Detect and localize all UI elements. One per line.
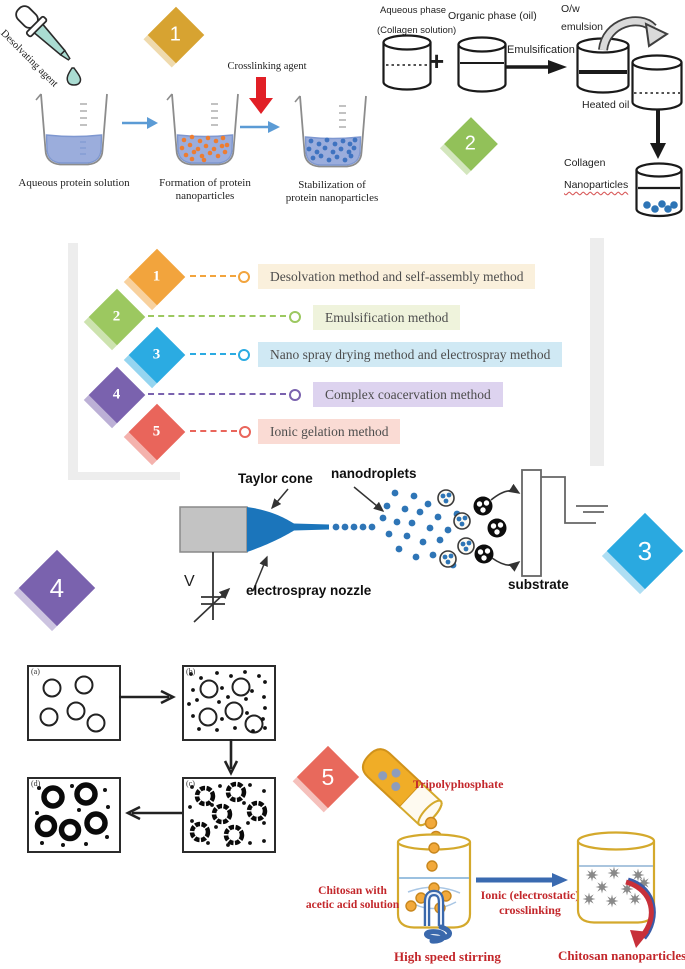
cylinder-collagen-nanoparticles <box>635 162 683 218</box>
legend-diamond-4: 4 <box>88 366 146 424</box>
ionic-crosslinking-label: Ionic (electrostatic) crosslinking <box>480 888 580 917</box>
plus-sign: + <box>429 46 445 76</box>
legend-ring-1 <box>238 271 250 283</box>
coacervation-panel-a: (a) <box>27 665 121 741</box>
cylinder-heated-oil <box>631 54 683 111</box>
coacervation-panel-c: (c) <box>182 777 276 853</box>
legend-ring-3 <box>238 349 250 361</box>
cylinder-organic-phase <box>457 36 507 93</box>
nanoparticle-clusters <box>437 489 475 568</box>
legend-label-4: Complex coacervation method <box>313 382 503 407</box>
chitosan-nanoparticle-stars <box>582 866 651 908</box>
arrow-c-to-d-icon <box>125 805 182 821</box>
legend-frame-bottom <box>68 472 180 480</box>
red-curved-arrow-icon <box>625 877 656 948</box>
aqueous-phase-label: Aqueous phase <box>380 5 447 16</box>
legend-label-3: Nano spray drying method and electrospra… <box>258 342 563 367</box>
substrate-label: substrate <box>508 577 569 592</box>
ow-label: O/w <box>561 3 580 15</box>
chitosan-solution-label: Chitosan with acetic acid solution <box>305 885 400 912</box>
legend-label-1: Desolvation method and self-assembly met… <box>258 264 536 289</box>
chitosan-nanoparticles-label: Chitosan nanoparticles <box>558 948 685 963</box>
beaker-aqueous-protein <box>35 93 108 166</box>
legend-frame-right <box>590 238 604 466</box>
nozzle-body <box>179 506 248 553</box>
beaker2-label: Formation of protein nanoparticles <box>159 177 251 203</box>
emulsification-arrow-icon <box>505 60 567 74</box>
beaker3-label: Stabilization of protein nanoparticles <box>285 179 379 205</box>
taylor-cone-label: Taylor cone <box>238 471 313 486</box>
legend-label-2: Emulsification method <box>313 305 461 330</box>
arrow-right-icon <box>122 117 158 129</box>
beaker-stabilization <box>294 95 367 168</box>
pour-curved-arrow-icon <box>598 16 670 52</box>
stirrer-spiral-icon <box>424 924 452 944</box>
organic-phase-label: Organic phase (oil) <box>448 10 537 22</box>
voltage-label: V <box>184 573 195 590</box>
legend-connector-3 <box>190 353 236 355</box>
legend-diamond-2: 2 <box>88 288 146 346</box>
electrospray-nozzle-label: electrospray nozzle <box>246 583 372 598</box>
diamond-2: 2 <box>444 117 498 171</box>
chitosan-beaker <box>396 833 472 944</box>
legend-ring-5 <box>239 426 251 438</box>
ow-sublabel: emulsion <box>561 21 604 33</box>
legend-connector-4 <box>148 393 286 395</box>
emulsification-label: Emulsification <box>507 44 575 56</box>
diamond-1: 1 <box>147 6 205 64</box>
nanodroplets-label: nanodroplets <box>331 466 417 481</box>
taylor-cone-shape <box>247 507 329 552</box>
electrospray-apparatus <box>179 469 608 623</box>
circuit-wire <box>541 476 596 524</box>
legend-diamond-3: 3 <box>128 326 186 384</box>
beaker-formation <box>166 93 239 166</box>
legend-connector-1 <box>190 275 236 277</box>
diamond-3: 3 <box>606 512 684 590</box>
crosslinking-arrow-icon <box>249 77 273 114</box>
arrow-a-to-b-icon <box>119 689 176 705</box>
ground-icon <box>576 505 608 513</box>
coacervation-panel-d: (d) <box>27 777 121 853</box>
beaker1-label: Aqueous protein solution <box>18 177 130 189</box>
legend-connector-2 <box>148 315 286 317</box>
tripolyphosphate-tube <box>361 748 443 827</box>
substrate-plate <box>521 469 542 577</box>
arrow-b-to-c-icon <box>223 739 239 776</box>
charged-particles <box>473 496 507 564</box>
legend-diamond-5: 5 <box>128 403 186 461</box>
high-speed-stirring-label: High speed stirring <box>394 949 501 964</box>
tripolyphosphate-label: Tripolyphosphate <box>413 777 504 791</box>
cylinder-aqueous-phase <box>382 34 432 91</box>
legend-frame-left <box>68 243 78 480</box>
legend-label-5: Ionic gelation method <box>258 419 401 444</box>
heated-oil-label: Heated oil <box>582 99 630 111</box>
nanoparticles-label: Nanoparticles <box>564 179 629 191</box>
legend-ring-2 <box>289 311 301 323</box>
nanodroplet-dots <box>332 489 461 569</box>
arrow-right-icon <box>240 121 280 133</box>
legend-connector-5 <box>190 430 237 432</box>
crosslinking-agent-label: Crosslinking agent <box>227 61 307 72</box>
collagen-label: Collagen <box>564 157 606 169</box>
coacervation-panel-b: (b) <box>182 665 276 741</box>
aqueous-phase-sublabel: (Collagen solution) <box>377 25 457 36</box>
diamond-4: 4 <box>18 549 96 627</box>
legend-diamond-1: 1 <box>128 248 186 306</box>
arrow-down-icon <box>650 110 666 159</box>
legend-ring-4 <box>289 389 301 401</box>
dropper-icon <box>15 5 82 86</box>
crosslinking-arrow-blue-icon <box>476 873 568 887</box>
